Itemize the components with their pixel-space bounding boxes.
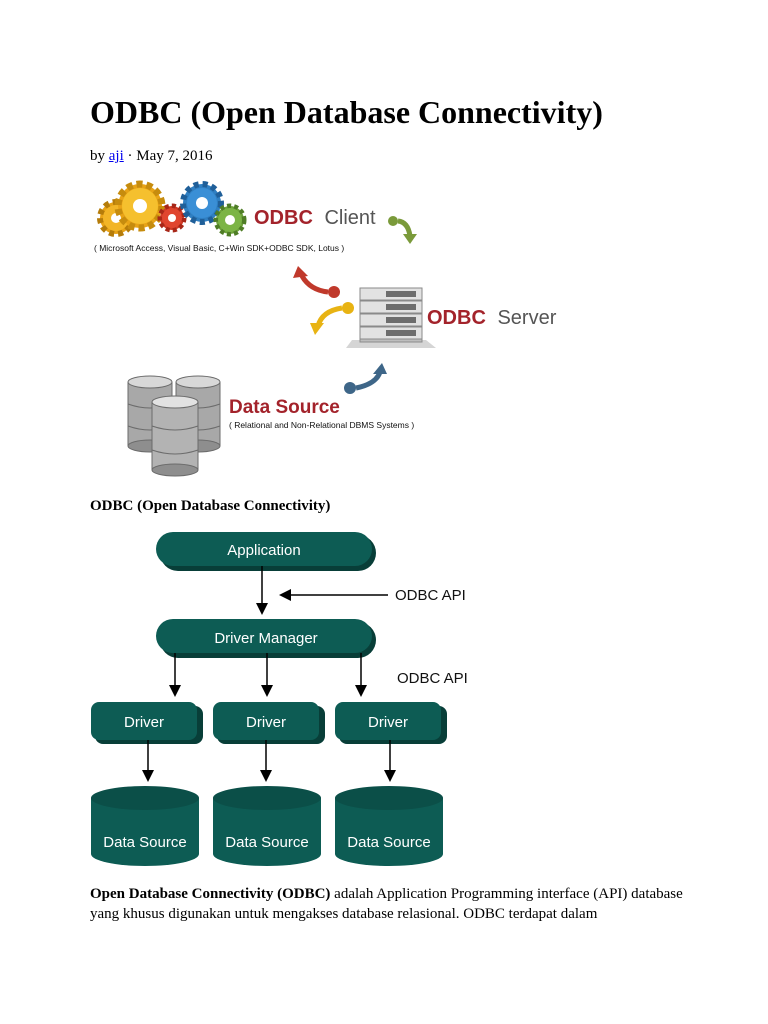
data-source-label-1: Data Source	[103, 834, 186, 851]
server-rack-icon	[346, 287, 436, 348]
driver-box-2: Driver	[213, 702, 325, 744]
data-source-subtitle: ( Relational and Non-Relational DBMS Sys…	[229, 420, 414, 430]
odbc-api-label-1: ODBC API	[395, 587, 466, 604]
data-source-cylinder-1: Data Source	[91, 786, 199, 866]
article-title: ODBC (Open Database Connectivity)	[90, 94, 603, 130]
database-cylinders-icon	[127, 375, 221, 477]
figure-caption: ODBC (Open Database Connectivity)	[90, 498, 331, 514]
red-arrow-icon	[293, 266, 340, 298]
gears-icon	[97, 180, 247, 237]
byline-prefix: by	[90, 148, 105, 164]
body-text: adalah Application Programming interface…	[90, 886, 683, 922]
odbc-client-label: ODBC Client	[254, 207, 376, 229]
blue-arrow-icon	[344, 363, 387, 394]
driver-manager-box: Driver Manager	[156, 619, 376, 658]
odbc-server-label: ODBC Server	[427, 307, 557, 329]
body-paragraph: Open Database Connectivity (ODBC) adalah…	[90, 884, 690, 924]
byline-separator: ·	[127, 148, 133, 164]
data-source-cylinder-2: Data Source	[213, 786, 321, 866]
data-source-label: Data Source	[229, 397, 340, 418]
odbc-server-label-red: ODBC	[427, 307, 486, 329]
yellow-arrow-icon	[310, 302, 354, 335]
odbc-client-subtitle: ( Microsoft Access, Visual Basic, C+Win …	[94, 243, 344, 253]
odbc-api-label-2: ODBC API	[397, 670, 468, 687]
data-source-label-3: Data Source	[347, 834, 430, 851]
body-lead-bold: Open Database Connectivity (ODBC)	[90, 886, 331, 902]
odbc-layer-diagram: Application ODBC API Driver Manager ODBC…	[91, 532, 468, 866]
byline: by aji · May 7, 2016	[90, 146, 213, 166]
driver-label-3: Driver	[368, 714, 408, 731]
odbc-server-label-gray: Server	[497, 307, 556, 329]
driver-box-3: Driver	[335, 702, 447, 744]
driver-box-1: Driver	[91, 702, 203, 744]
odbc-client-label-gray: Client	[324, 207, 376, 229]
driver-label-1: Driver	[124, 714, 164, 731]
odbc-client-label-red: ODBC	[254, 207, 313, 229]
odbc-architecture-illustration: ODBC Client ( Microsoft Access, Visual B…	[94, 180, 557, 477]
driver-manager-label: Driver Manager	[214, 630, 317, 647]
application-label: Application	[227, 542, 300, 559]
post-date: May 7, 2016	[136, 148, 213, 164]
data-source-label-2: Data Source	[225, 834, 308, 851]
author-link[interactable]: aji	[108, 148, 124, 164]
data-source-cylinder-3: Data Source	[335, 786, 443, 866]
application-box: Application	[156, 532, 376, 571]
green-arrow-icon	[388, 216, 417, 244]
driver-label-2: Driver	[246, 714, 286, 731]
